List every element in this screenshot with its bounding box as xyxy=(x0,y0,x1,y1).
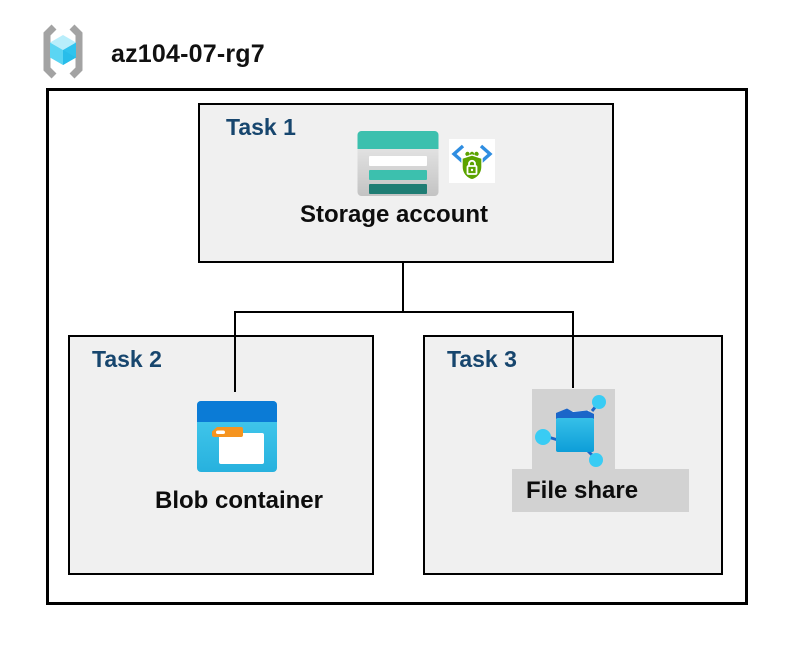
storage-account-label: Storage account xyxy=(299,201,489,228)
secure-access-shield-lock-icon xyxy=(449,139,495,183)
file-share-icon xyxy=(532,389,615,469)
task3-box: Task 3 File share xyxy=(423,335,723,575)
resource-group-name: az104-07-rg7 xyxy=(111,40,265,68)
storage-account-icon xyxy=(357,131,439,196)
resource-group-icon xyxy=(43,24,83,79)
task1-box: Task 1 Storage account xyxy=(198,103,614,263)
task2-box: Task 2 Blob container xyxy=(68,335,374,575)
blob-container-label: Blob container xyxy=(154,487,323,514)
file-share-label-highlight: File share xyxy=(512,469,689,512)
task2-label: Task 2 xyxy=(92,346,162,372)
blob-container-icon xyxy=(197,401,277,472)
task1-label: Task 1 xyxy=(226,114,296,140)
file-share-label: File share xyxy=(526,477,639,504)
task3-label: Task 3 xyxy=(447,346,517,372)
